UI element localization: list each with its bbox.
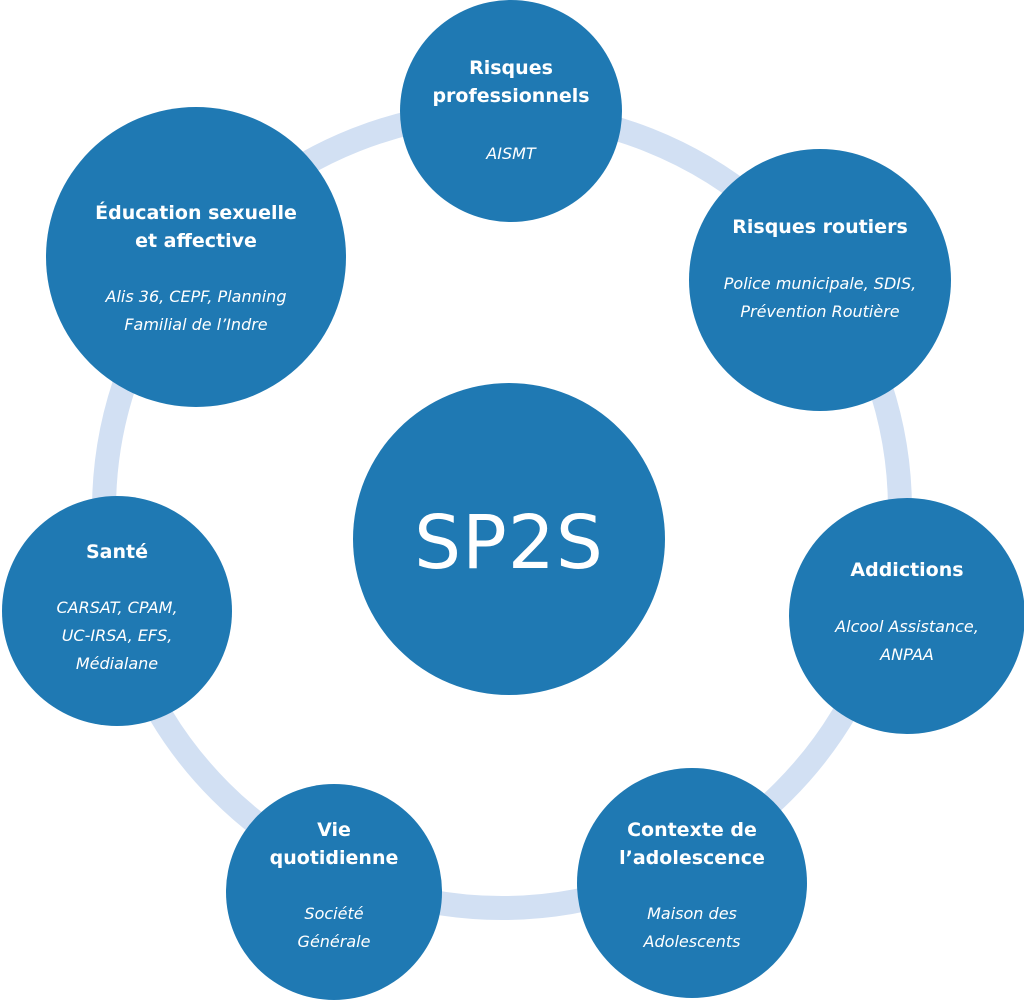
node-risques-routiers: Risques routiers Police municipale, SDIS…	[689, 149, 951, 411]
node-addictions: Addictions Alcool Assistance, ANPAA	[789, 498, 1024, 734]
node-title: Risques routiers	[732, 216, 908, 238]
node-partners: Société Générale	[297, 904, 371, 951]
node-partners: Alcool Assistance, ANPAA	[835, 617, 979, 664]
node-partners: Police municipale, SDIS, Prévention Rout…	[723, 274, 917, 321]
node-partners: Maison des Adolescents	[643, 904, 741, 951]
center-title: SP2S	[414, 500, 604, 586]
node-title: Éducation sexuelle et affective	[95, 202, 297, 252]
node-partners: AISMT	[486, 144, 536, 163]
node-partners: CARSAT, CPAM, UC-IRSA, EFS, Médialane	[56, 598, 178, 673]
node-education-sexuelle: Éducation sexuelle et affective Alis 36,…	[46, 107, 346, 407]
node-title: Vie quotidienne	[269, 819, 399, 869]
node-sante: Santé CARSAT, CPAM, UC-IRSA, EFS, Médial…	[2, 496, 232, 726]
node-title: Contexte de l’adolescence	[619, 819, 765, 869]
center-node-sp2s: SP2S	[353, 383, 665, 695]
node-risques-professionnels: Risques professionnels AISMT	[400, 0, 622, 222]
node-vie-quotidienne: Vie quotidienne Société Générale	[226, 784, 442, 1000]
node-partners: Alis 36, CEPF, Planning Familial de l’In…	[105, 287, 287, 334]
node-title: Risques professionnels	[432, 57, 590, 107]
node-contexte-adolescence: Contexte de l’adolescence Maison des Ado…	[577, 768, 807, 998]
node-title: Addictions	[850, 559, 964, 581]
node-title: Santé	[85, 541, 148, 563]
